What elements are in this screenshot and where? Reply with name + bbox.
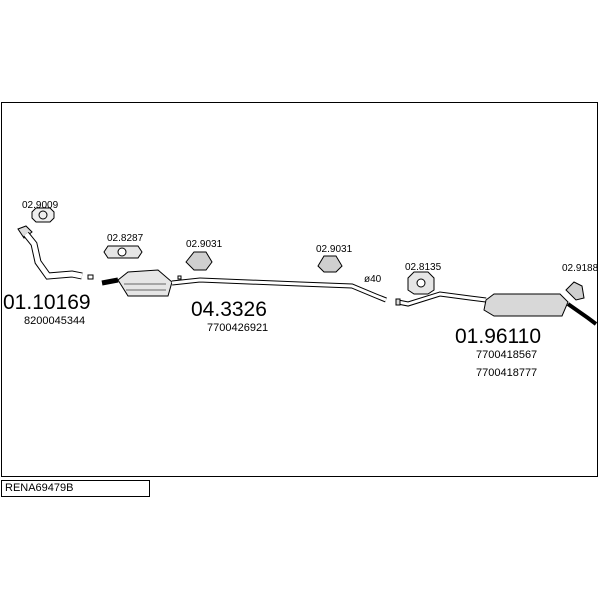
diagram-code: RENA69479B bbox=[1, 480, 150, 497]
clamp-icon bbox=[103, 245, 143, 259]
gasket-icon bbox=[31, 207, 55, 223]
oem-rear-box-1: 7700418567 bbox=[476, 349, 537, 361]
rear-box-drawing bbox=[395, 291, 598, 326]
accessory-label-clamp: 02.8287 bbox=[107, 233, 144, 244]
rear-clamp-icon bbox=[407, 271, 435, 295]
front-pipe-drawing bbox=[17, 225, 94, 280]
pipe-diameter-label: ø40 bbox=[364, 274, 382, 285]
diagram-frame bbox=[1, 102, 598, 477]
oem-catalyst: 7700426921 bbox=[207, 322, 268, 334]
oem-front-pipe: 8200045344 bbox=[24, 315, 85, 327]
accessory-label-rear-hanger: 02.9188 bbox=[562, 263, 599, 274]
rear-hanger-icon bbox=[565, 281, 585, 301]
part-number-rear-box: 01.96110 bbox=[455, 325, 541, 348]
accessory-label-hanger-1: 02.9031 bbox=[186, 239, 223, 250]
part-number-catalyst: 04.3326 bbox=[191, 298, 267, 321]
oem-rear-box-2: 7700418777 bbox=[476, 367, 537, 379]
part-number-front-pipe: 01.10169 bbox=[3, 291, 91, 314]
accessory-label-rear-clamp: 02.8135 bbox=[405, 262, 442, 273]
accessory-label-hanger-2: 02.9031 bbox=[316, 244, 353, 255]
accessory-label-gasket: 02.9009 bbox=[22, 200, 59, 211]
catalyst-drawing bbox=[101, 269, 387, 303]
hanger-icon bbox=[185, 251, 343, 273]
